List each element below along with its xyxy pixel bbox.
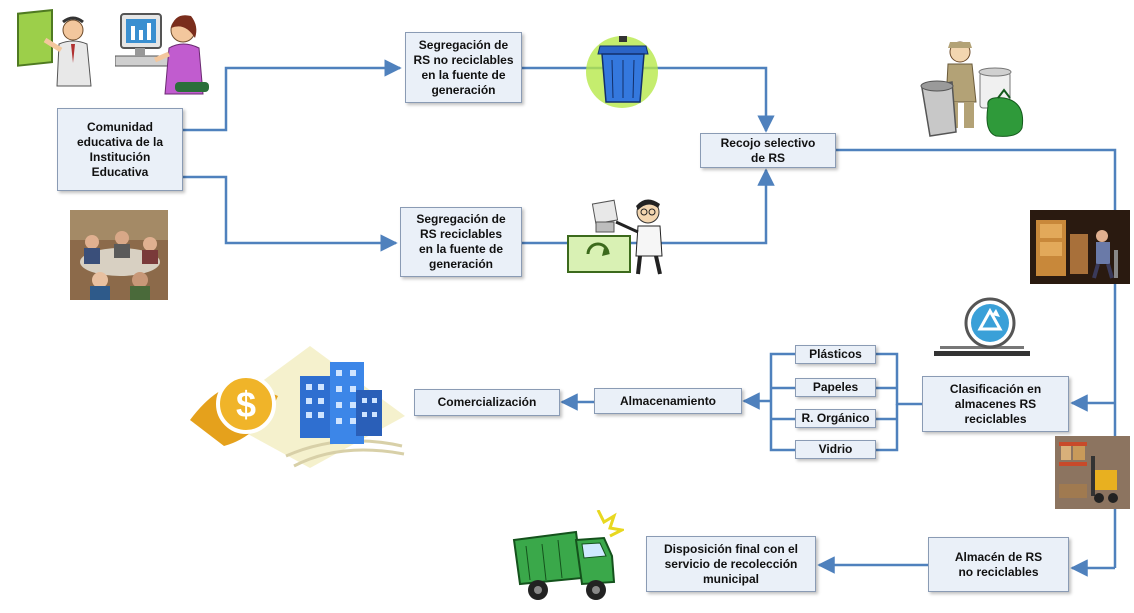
svg-text:$: $ [236, 384, 256, 425]
node-recojo-selectivo: Recojo selectivo de RS [700, 133, 836, 168]
teacher-at-board-icon [17, 9, 92, 87]
recycle-symbol-icon [934, 297, 1030, 356]
node-clasificacion: Clasificación en almacenes RS reciclable… [922, 376, 1069, 432]
connector-clasificacion-bracket [876, 352, 922, 406]
node-comunidad-educativa: Comunidad educativa de la Institución Ed… [57, 108, 183, 191]
node-almacenamiento: Almacenamiento [594, 388, 742, 414]
node-disposicion-final: Disposición final con el servicio de rec… [646, 536, 816, 592]
node-r-organico: R. Orgánico [795, 409, 876, 428]
node-papeles: Papeles [795, 378, 876, 397]
node-segregacion-reciclables: Segregación de RS reciclables en la fuen… [400, 207, 522, 277]
node-almacen-no-reciclables: Almacén de RS no reciclables [928, 537, 1069, 592]
meeting-photo [70, 210, 168, 300]
node-vidrio: Vidrio [795, 440, 876, 459]
money-and-buildings-icon: $ [190, 346, 405, 468]
garbage-collector-icon [920, 41, 1024, 137]
node-plasticos: Plásticos [795, 345, 876, 364]
garbage-truck-icon [512, 510, 624, 600]
connector-recojo-right [836, 148, 1117, 568]
blue-trash-can-icon [586, 36, 658, 108]
warehouse-worker-photo [1030, 210, 1130, 284]
woman-at-computer-icon [115, 13, 209, 95]
connector-left-bracket [769, 352, 795, 452]
connector-comunidad-to-seg-no-recic [183, 59, 402, 132]
forklift-warehouse-photo [1055, 436, 1130, 509]
connector-comunidad-to-seg-recic [183, 175, 398, 252]
person-recycling-icon [567, 199, 663, 275]
node-segregacion-no-reciclables: Segregación de RS no reciclables en la f… [405, 32, 522, 103]
node-comercializacion: Comercialización [414, 389, 560, 416]
connector-bracket-vidrio [876, 404, 899, 452]
